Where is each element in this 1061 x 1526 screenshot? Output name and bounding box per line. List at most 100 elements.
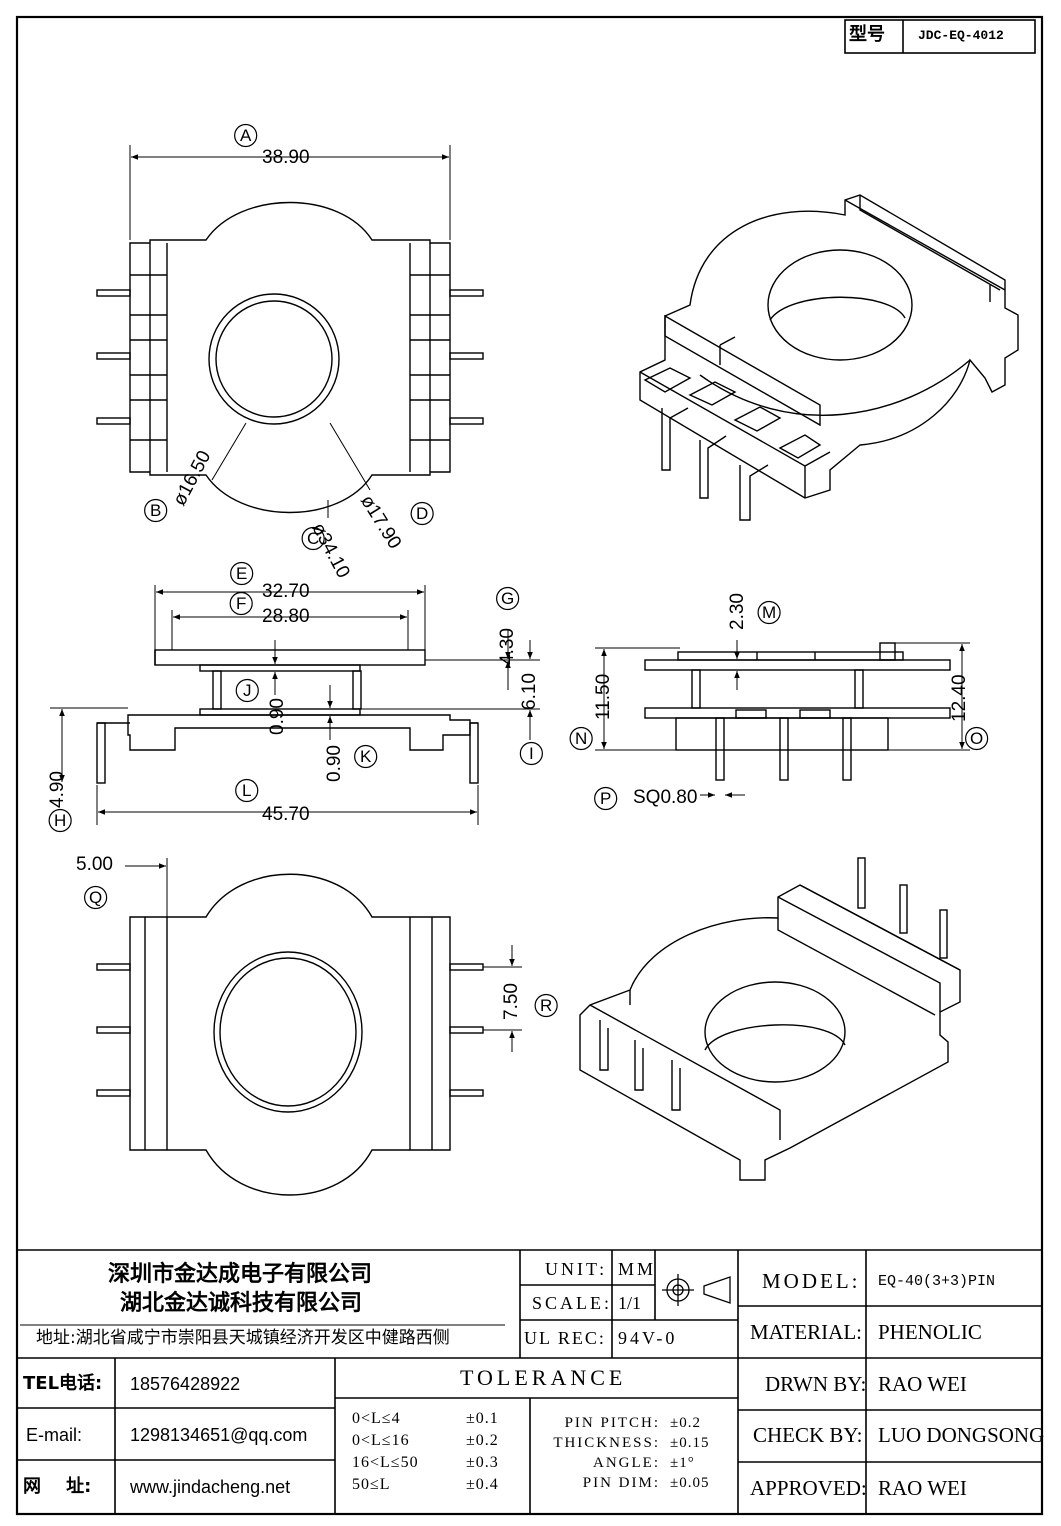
spec-tolerance-value: ±0.05 [670, 1475, 710, 1491]
spec-tolerance-label: PIN PITCH: [564, 1415, 660, 1431]
tag-r: R [540, 996, 553, 1015]
tag-circle [48, 808, 72, 833]
tag-c: C [307, 529, 320, 548]
tolerance-range: 16<L≤50 [352, 1454, 419, 1471]
tag-circle [594, 786, 618, 811]
tag-circle [230, 561, 254, 586]
tag-j: J [243, 681, 252, 700]
dim-i-value: 6.10 [519, 673, 540, 710]
tolerance-value: ±0.1 [466, 1410, 499, 1427]
check-by-value: LUO DONGSONG [878, 1423, 1045, 1447]
tolerance-value: ±0.3 [466, 1454, 499, 1471]
front-view-dimensions [595, 640, 970, 798]
tag-circle [301, 526, 325, 551]
top-view-dimensions [129, 145, 451, 518]
tel-value: 18576428922 [130, 1374, 241, 1394]
spec-tolerance-value: ±1° [670, 1455, 695, 1471]
tag-f: F [236, 594, 247, 613]
tag-m: M [762, 603, 777, 622]
ul-rec-label: UL REC: [524, 1328, 606, 1348]
top-view-drawing [96, 201, 484, 514]
side-view-drawing [96, 649, 479, 784]
spec-tolerance-label: THICKNESS: [553, 1435, 660, 1451]
scale-value: 1/1 [618, 1293, 642, 1313]
tag-circle [234, 123, 258, 148]
tag-circle [410, 501, 434, 526]
model-number-value: JDC-EQ-4012 [918, 28, 1004, 43]
tag-h: H [54, 811, 67, 830]
tolerance-value: ±0.2 [466, 1432, 499, 1449]
tag-e: E [236, 564, 248, 583]
unit-label: UNIT: [545, 1259, 608, 1279]
dim-j-value: 0.90 [267, 698, 288, 735]
spec-tolerance-value: ±0.2 [670, 1415, 701, 1431]
isometric-view-top [639, 194, 1019, 521]
tag-circle [496, 586, 520, 611]
website-label: 网 址: [23, 1476, 92, 1497]
website-value: www.jindacheng.net [130, 1477, 291, 1497]
spec-tolerance-value: ±0.15 [670, 1435, 710, 1451]
title-block-lines [17, 19, 1042, 1514]
spec-tolerance-label: PIN DIM: [582, 1475, 660, 1491]
dim-l-value: 45.70 [262, 804, 310, 825]
model-number-label: 型号 [849, 24, 885, 45]
tag-p: P [600, 789, 612, 808]
tag-circle [235, 778, 259, 803]
bottom-view-drawing [96, 873, 484, 1196]
tag-g: G [501, 589, 515, 608]
tag-circle [757, 600, 781, 625]
approved-label: APPROVED: [750, 1476, 867, 1500]
tag-circle [84, 885, 108, 910]
check-by-label: CHECK BY: [753, 1423, 863, 1447]
tolerance-range: 0<L≤4 [352, 1410, 401, 1427]
material-label: MATERIAL: [750, 1320, 862, 1344]
dim-m-value: 2.30 [727, 593, 748, 630]
email-value: 1298134651@qq.com [130, 1425, 308, 1445]
company-name-1: 深圳市金达成电子有限公司 [108, 1262, 373, 1287]
tag-circle [144, 498, 168, 523]
tag-k: K [360, 747, 372, 766]
tolerance-range: 0<L≤16 [352, 1432, 410, 1449]
drawn-by-label: DRWN BY: [765, 1372, 867, 1396]
tag-q: Q [89, 888, 103, 907]
projection-symbol [662, 1274, 731, 1306]
tag-circle [235, 678, 259, 703]
tag-i: I [529, 744, 534, 763]
dim-p-value: SQ0.80 [633, 787, 698, 808]
email-label: E-mail: [26, 1425, 83, 1445]
tolerance-title: TOLERANCE [460, 1365, 627, 1390]
dimension-tag-circles [48, 123, 989, 1018]
tag-o: O [970, 729, 984, 748]
tag-circle [965, 726, 989, 751]
tolerance-value: ±0.4 [466, 1476, 499, 1493]
dim-q-value: 5.00 [76, 854, 113, 875]
approved-value: RAO WEI [878, 1476, 967, 1500]
tel-label: TEL电话: [23, 1373, 103, 1394]
isometric-view-bottom [579, 857, 961, 1181]
dim-h-value: 4.90 [47, 771, 68, 808]
tag-circle [569, 726, 593, 751]
tag-b: B [150, 501, 162, 520]
tolerance-range: 50≤L [352, 1476, 391, 1493]
tag-circle [354, 744, 378, 769]
tag-circle [534, 993, 558, 1018]
spec-tolerance-label: ANGLE: [593, 1455, 660, 1471]
dim-r-value: 7.50 [501, 983, 522, 1020]
model-value: EQ-40(3+3)PIN [878, 1273, 996, 1290]
tag-l: L [242, 781, 252, 800]
tag-circle [519, 741, 543, 766]
side-view-dimensions [50, 585, 540, 825]
ul-rec-value: 94V-0 [618, 1328, 678, 1348]
dim-g-value: 4.30 [497, 628, 518, 665]
company-address: 地址:湖北省咸宁市崇阳县天城镇经济开发区中健路西侧 [36, 1328, 450, 1348]
dim-n-value: 11.50 [593, 673, 614, 720]
dim-o-value: 12.40 [949, 674, 970, 722]
dim-f-value: 28.80 [262, 606, 310, 627]
dim-e-value: 32.70 [262, 581, 310, 602]
tag-n: N [575, 729, 588, 748]
tag-d: D [416, 504, 429, 523]
tag-circle [229, 591, 253, 616]
company-name-2: 湖北金达诚科技有限公司 [120, 1291, 363, 1316]
model-label: MODEL: [762, 1269, 861, 1293]
